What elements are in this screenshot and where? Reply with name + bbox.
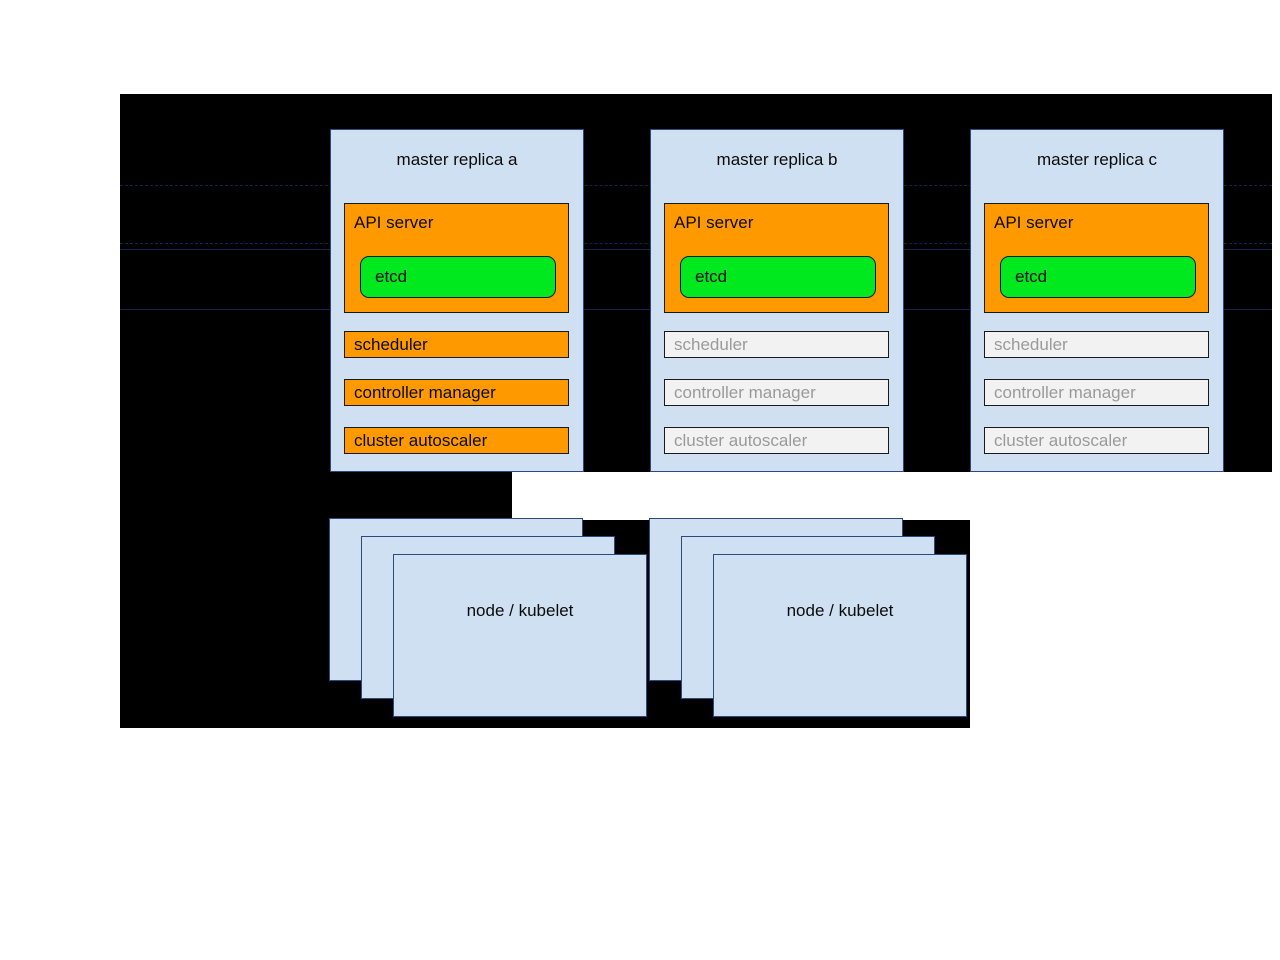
master-b-etcd[interactable]: etcd	[680, 256, 876, 298]
master-replica-c-title: master replica c	[1037, 150, 1157, 169]
master-a-api-server-label: API server	[354, 213, 434, 232]
master-a-etcd[interactable]: etcd	[360, 256, 556, 298]
node-stack-1-label: node / kubelet	[466, 601, 574, 620]
node-stack-1-front[interactable]: node / kubelet	[393, 554, 647, 717]
master-b-api-server-label: API server	[674, 213, 754, 232]
master-a-controller-manager[interactable]: controller manager	[344, 379, 569, 406]
master-a-cluster-autoscaler[interactable]: cluster autoscaler	[344, 427, 569, 454]
master-c-controller-manager[interactable]: controller manager	[984, 379, 1209, 406]
master-c-etcd[interactable]: etcd	[1000, 256, 1196, 298]
separator-gap	[512, 472, 1280, 520]
node-stack-2-label: node / kubelet	[786, 601, 894, 620]
master-replica-a-title: master replica a	[396, 150, 518, 169]
master-b-cluster-autoscaler[interactable]: cluster autoscaler	[664, 427, 889, 454]
master-c-scheduler[interactable]: scheduler	[984, 331, 1209, 358]
master-b-controller-manager[interactable]: controller manager	[664, 379, 889, 406]
master-c-cluster-autoscaler[interactable]: cluster autoscaler	[984, 427, 1209, 454]
node-stack-2-front[interactable]: node / kubelet	[713, 554, 967, 717]
master-a-scheduler[interactable]: scheduler	[344, 331, 569, 358]
master-c-api-server-label: API server	[994, 213, 1074, 232]
master-replica-b-title: master replica b	[716, 150, 838, 169]
master-b-scheduler[interactable]: scheduler	[664, 331, 889, 358]
